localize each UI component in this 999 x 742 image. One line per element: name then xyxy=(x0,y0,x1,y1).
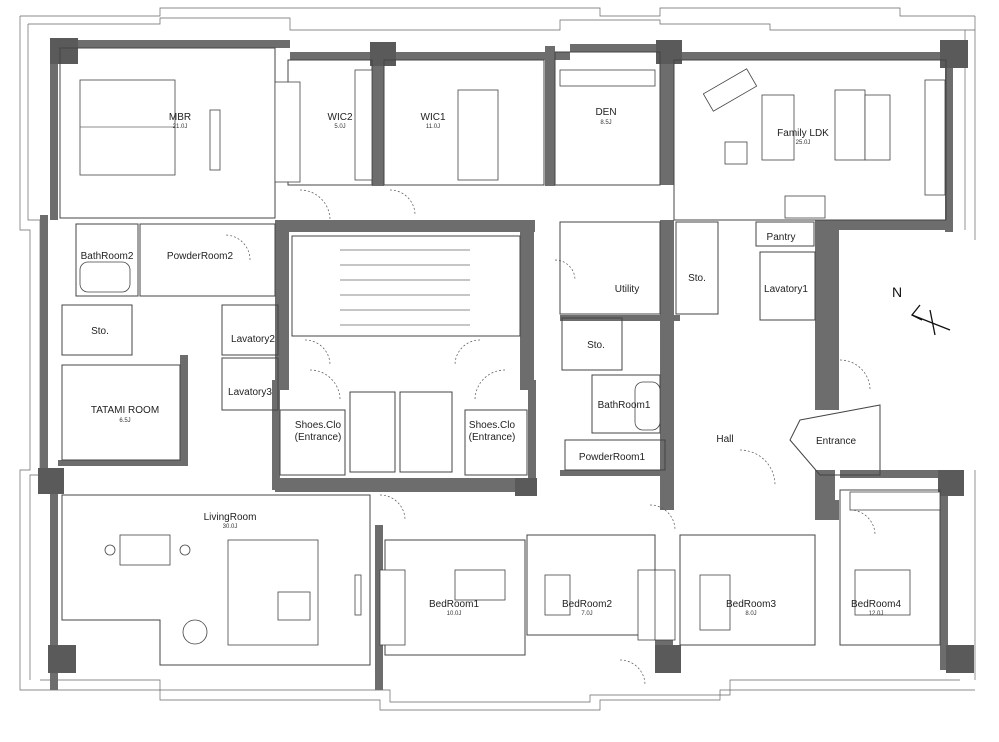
doors xyxy=(224,189,876,686)
room-area-ldk: 25.0J xyxy=(796,140,811,146)
room-label-bath2: BathRoom2 xyxy=(81,251,134,262)
room-outlines xyxy=(59,47,947,666)
room-labels: MBR 21.0J WIC2 5.0J WIC1 11.0J DEN 8.5J … xyxy=(81,107,902,617)
room-label-shoes-l-2: (Entrance) xyxy=(295,432,342,443)
room-label-lav1: Lavatory1 xyxy=(764,284,808,295)
room-label-tatami: TATAMI ROOM xyxy=(91,405,159,416)
room-area-bed4: 12.0J xyxy=(869,611,884,617)
room-area-bed3: 8.0J xyxy=(745,611,756,617)
room-label-hall: Hall xyxy=(716,434,733,445)
room-area-wic2: 5.0J xyxy=(334,124,345,130)
room-label-shoes-r: Shoes.Clo xyxy=(469,420,516,431)
room-area-living: 30.0J xyxy=(223,524,238,530)
perimeter-lines xyxy=(19,7,976,711)
north-label: N xyxy=(892,284,902,300)
room-label-wic1: WIC1 xyxy=(421,112,446,123)
room-label-living: LivingRoom xyxy=(204,512,257,523)
furniture xyxy=(79,68,946,646)
walls xyxy=(40,40,960,690)
room-label-lav3: Lavatory3 xyxy=(228,387,272,398)
room-label-bed4: BedRoom4 xyxy=(851,599,901,610)
room-label-bed3: BedRoom3 xyxy=(726,599,776,610)
room-area-bed2: 7.0J xyxy=(581,611,592,617)
room-label-pantry: Pantry xyxy=(767,232,796,243)
mbr-bed xyxy=(79,79,176,176)
room-label-sto-mid: Sto. xyxy=(587,340,605,351)
room-area-mbr: 21.0J xyxy=(173,124,188,130)
room-label-wic2: WIC2 xyxy=(328,112,353,123)
room-label-shoes-r-2: (Entrance) xyxy=(469,432,516,443)
room-label-ldk: Family LDK xyxy=(777,128,829,139)
room-label-bed1: BedRoom1 xyxy=(429,599,479,610)
room-label-shoes-l: Shoes.Clo xyxy=(295,420,342,431)
north-compass: N xyxy=(892,284,951,336)
room-label-lav2: Lavatory2 xyxy=(231,334,275,345)
room-area-tatami: 6.5J xyxy=(119,418,130,424)
room-label-sto-left: Sto. xyxy=(91,326,109,337)
room-label-sto-right: Sto. xyxy=(688,273,706,284)
room-label-utility: Utility xyxy=(615,284,639,295)
pillars xyxy=(38,38,974,673)
room-area-wic1: 11.0J xyxy=(426,124,440,130)
room-label-bath1: BathRoom1 xyxy=(598,400,651,411)
room-label-den: DEN xyxy=(595,107,616,118)
room-label-bed2: BedRoom2 xyxy=(562,599,612,610)
room-label-entrance: Entrance xyxy=(816,436,856,447)
room-label-powder1: PowderRoom1 xyxy=(579,452,646,463)
room-area-bed1: 10.0J xyxy=(447,611,462,617)
room-label-mbr: MBR xyxy=(169,112,191,123)
room-area-den: 8.5J xyxy=(600,120,611,126)
room-label-powder2: PowderRoom2 xyxy=(167,251,234,262)
